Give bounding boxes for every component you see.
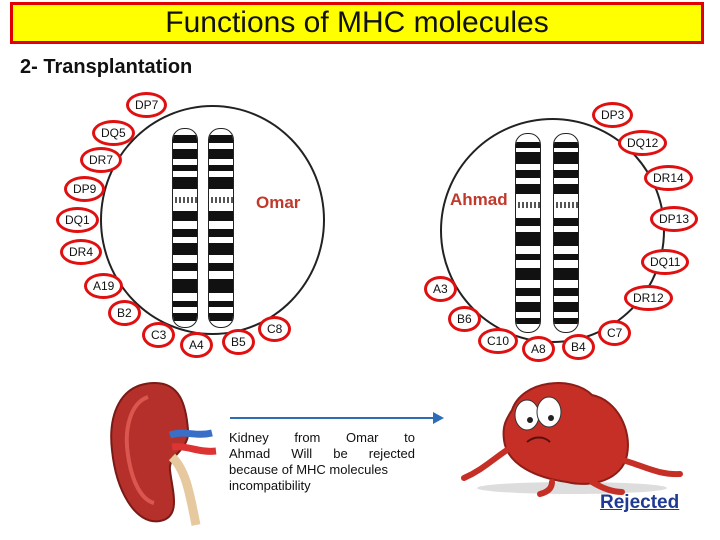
- allele-label: A8: [522, 336, 555, 362]
- caption-line: Kidney from Omar to: [229, 430, 415, 445]
- allele-label: DR14: [644, 165, 693, 191]
- allele-label: DR7: [80, 147, 123, 173]
- allele-label: DQ12: [618, 130, 668, 156]
- allele-label: B6: [448, 306, 481, 332]
- allele-label: A4: [180, 332, 213, 358]
- allele-label: B5: [222, 329, 255, 355]
- transplant-caption: Kidney from Omar to Ahmad Will be reject…: [229, 430, 415, 494]
- allele-label: DP13: [650, 206, 699, 232]
- donor-name: Omar: [256, 193, 301, 212]
- title-banner: Functions of MHC molecules: [10, 2, 704, 44]
- allele-label: DQ5: [92, 120, 135, 146]
- allele-label: A3: [424, 276, 457, 302]
- allele-label: DQ11: [641, 249, 690, 275]
- allele-label: DQ1: [56, 207, 99, 233]
- allele-label: A19: [84, 273, 124, 299]
- allele-label: B2: [108, 300, 141, 326]
- chromosome-donor-left: [172, 128, 198, 328]
- chromosome-recipient-left: [515, 133, 541, 333]
- arrow-icon: [230, 412, 444, 424]
- allele-label: B4: [562, 334, 595, 360]
- caption-line: because of MHC molecules: [229, 462, 388, 477]
- recipient-name: Ahmad: [450, 190, 508, 209]
- allele-label: C3: [142, 322, 176, 348]
- chromosome-donor-right: [208, 128, 234, 328]
- chromosome-recipient-right: [553, 133, 579, 333]
- section-subtitle: 2- Transplantation: [20, 56, 193, 78]
- allele-label: DR12: [624, 285, 673, 311]
- kidney-illustration: [110, 381, 217, 526]
- allele-label: DP9: [64, 176, 106, 202]
- allele-label: C8: [258, 316, 292, 342]
- allele-label: DP7: [126, 92, 168, 118]
- allele-label: DP3: [592, 102, 634, 128]
- caption-line: Ahmad Will be rejected: [229, 446, 415, 461]
- allele-label: C10: [478, 328, 519, 354]
- sick-kidney-illustration: [461, 382, 683, 497]
- donor-ellipse: [100, 105, 325, 335]
- page-title: Functions of MHC molecules: [165, 6, 549, 39]
- rejected-status: Rejected: [600, 492, 680, 513]
- caption-line: incompatibility: [229, 478, 311, 493]
- allele-label: C7: [598, 320, 632, 346]
- allele-label: DR4: [60, 239, 103, 265]
